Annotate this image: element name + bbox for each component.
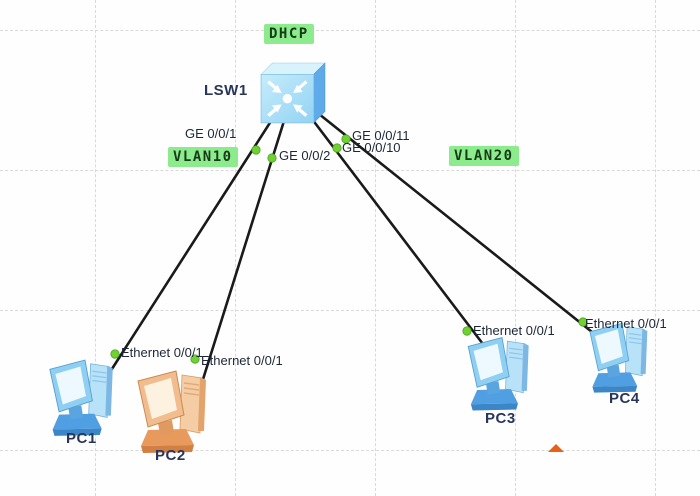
port-label-eth-pc3: Ethernet 0/0/1 xyxy=(473,323,555,338)
note-vlan10[interactable]: VLAN10 xyxy=(168,147,238,167)
port-dot-pc3 xyxy=(462,326,472,336)
link-lsw1-pc1[interactable] xyxy=(108,116,275,374)
link-lsw1-pc2[interactable] xyxy=(192,119,286,410)
pc4-label: PC4 xyxy=(609,390,640,407)
switch-label: LSW1 xyxy=(204,82,248,99)
pc2-icon[interactable] xyxy=(136,367,216,457)
grid-line xyxy=(655,0,656,496)
pc3-icon[interactable] xyxy=(462,334,542,414)
note-vlan20[interactable]: VLAN20 xyxy=(449,146,519,166)
grid-line xyxy=(235,0,236,496)
port-dot-pc2 xyxy=(190,354,200,364)
port-label-eth-pc4: Ethernet 0/0/1 xyxy=(585,316,667,331)
switch-icon[interactable] xyxy=(259,61,327,125)
orange-marker xyxy=(548,444,564,452)
grid-line xyxy=(0,310,700,311)
port-dot-pc4 xyxy=(578,317,588,327)
pc1-label: PC1 xyxy=(66,430,97,447)
pc3-label: PC3 xyxy=(485,410,516,427)
switch-arrows-glyph xyxy=(267,80,308,117)
pc2-label: PC2 xyxy=(155,447,186,464)
grid-line xyxy=(0,450,700,451)
port-dot-ge11 xyxy=(341,134,351,144)
port-label-ge2: GE 0/0/2 xyxy=(279,148,331,163)
grid-line xyxy=(95,0,96,496)
port-dot-ge2 xyxy=(267,153,277,163)
port-label-eth-pc2: Ethernet 0/0/1 xyxy=(201,353,283,368)
port-label-eth-pc1: Ethernet 0/0/1 xyxy=(121,345,203,360)
port-dot-ge10 xyxy=(332,143,342,153)
pc1-icon[interactable] xyxy=(48,355,122,441)
note-dhcp[interactable]: DHCP xyxy=(264,24,314,44)
grid-line xyxy=(375,0,376,496)
port-label-ge1: GE 0/0/1 xyxy=(185,126,237,141)
port-label-ge10: GE 0/0/10 xyxy=(342,140,401,155)
link-lsw1-pc3[interactable] xyxy=(310,117,491,354)
port-dot-ge1 xyxy=(251,145,261,155)
port-label-ge11: GE 0/0/11 xyxy=(352,128,410,143)
pc4-icon[interactable] xyxy=(584,320,660,396)
link-lsw1-pc4[interactable] xyxy=(317,112,604,342)
port-dot-pc1 xyxy=(110,349,120,359)
grid-line xyxy=(0,30,700,31)
grid-line xyxy=(515,0,516,496)
